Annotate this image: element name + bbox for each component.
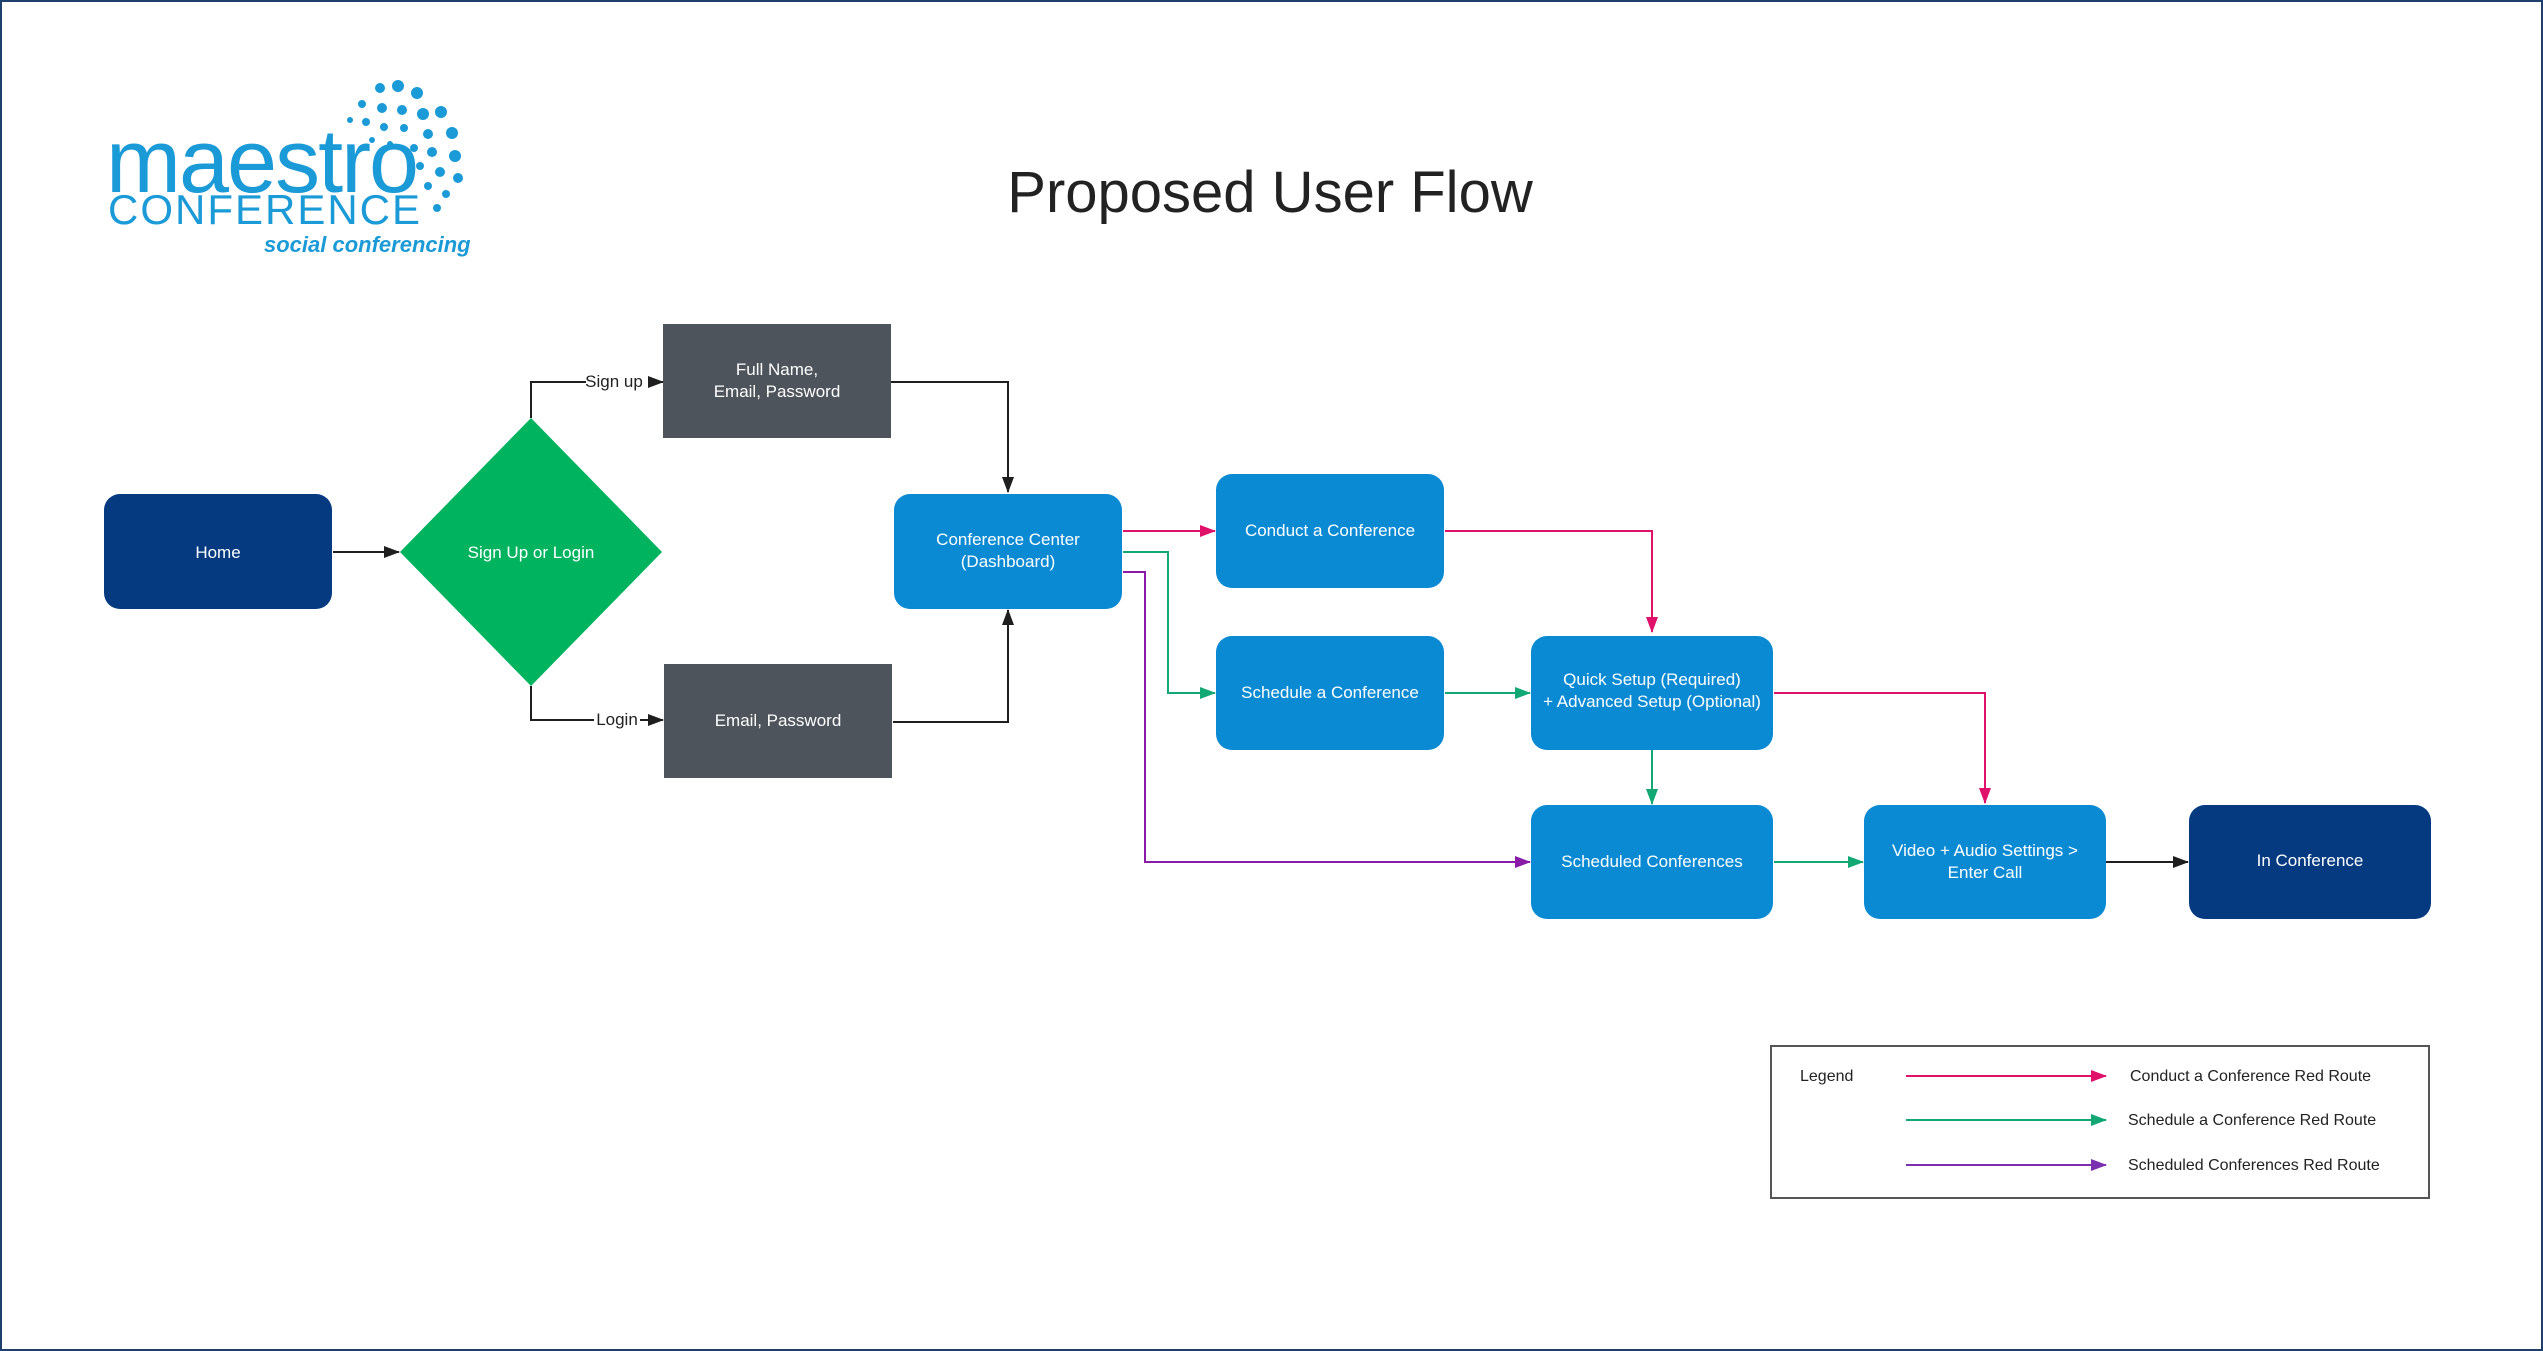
- edge-teal-center-to-schedule: [1123, 551, 1216, 699]
- node-quick-setup-line2: + Advanced Setup (Optional): [1543, 692, 1761, 711]
- connectors: [333, 376, 2189, 868]
- node-login-form[interactable]: Email, Password: [664, 664, 892, 778]
- logo-dots-icon: [347, 80, 463, 212]
- node-quick-setup[interactable]: Quick Setup (Required) + Advanced Setup …: [1531, 636, 1773, 750]
- node-conduct-conference[interactable]: Conduct a Conference: [1216, 474, 1444, 588]
- node-in-conference[interactable]: In Conference: [2189, 805, 2431, 919]
- node-conference-center[interactable]: Conference Center (Dashboard): [894, 494, 1122, 609]
- node-login-form-label: Email, Password: [715, 711, 842, 730]
- legend-title: Legend: [1800, 1068, 1853, 1085]
- node-conference-center-line2: (Dashboard): [961, 552, 1056, 571]
- node-home[interactable]: Home: [104, 494, 332, 609]
- edge-signup-to-center: [891, 381, 1014, 493]
- node-video-audio-line1: Video + Audio Settings >: [1892, 841, 2078, 860]
- node-conduct-conference-label: Conduct a Conference: [1245, 521, 1415, 540]
- node-signup-or-login-label: Sign Up or Login: [468, 543, 595, 562]
- legend-item-conduct: Conduct a Conference Red Route: [2130, 1068, 2371, 1085]
- logo-main-text: maestro: [106, 112, 417, 212]
- edge-label-signup: Sign up: [585, 372, 643, 391]
- edge-decision-to-login: [530, 686, 594, 721]
- node-scheduled-conferences[interactable]: Scheduled Conferences: [1531, 805, 1773, 919]
- logo-tagline: social conferencing: [264, 232, 471, 257]
- maestro-logo: maestro CONFERENCE social conferencing: [106, 80, 471, 257]
- node-in-conference-label: In Conference: [2257, 851, 2364, 870]
- legend-item-scheduled: Scheduled Conferences Red Route: [2128, 1157, 2380, 1174]
- node-home-label: Home: [195, 543, 240, 562]
- node-video-audio-settings[interactable]: Video + Audio Settings > Enter Call: [1864, 805, 2106, 919]
- node-signup-form-line2: Email, Password: [714, 382, 841, 401]
- edge-red-conduct-to-setup: [1445, 530, 1658, 633]
- node-quick-setup-line1: Quick Setup (Required): [1563, 670, 1741, 689]
- node-signup-or-login[interactable]: Sign Up or Login: [400, 418, 662, 686]
- edge-decision-to-signup: [530, 381, 586, 418]
- node-video-audio-line2: Enter Call: [1948, 863, 2023, 882]
- node-signup-form[interactable]: Full Name, Email, Password: [663, 324, 891, 438]
- logo-sub-text: CONFERENCE: [108, 186, 422, 233]
- node-scheduled-conferences-label: Scheduled Conferences: [1561, 852, 1742, 871]
- page-title: Proposed User Flow: [1007, 160, 1534, 225]
- node-schedule-conference[interactable]: Schedule a Conference: [1216, 636, 1444, 750]
- node-schedule-conference-label: Schedule a Conference: [1241, 683, 1419, 702]
- legend: Legend Conduct a Conference Red Route Sc…: [1770, 1045, 2430, 1199]
- node-signup-form-line1: Full Name,: [736, 360, 818, 379]
- edge-login-to-center: [893, 609, 1014, 723]
- edge-label-login: Login: [596, 710, 638, 729]
- legend-item-schedule: Schedule a Conference Red Route: [2128, 1112, 2376, 1129]
- node-conference-center-line1: Conference Center: [936, 530, 1080, 549]
- edge-purple-center-to-scheduled: [1123, 571, 1531, 868]
- edge-red-setup-to-video: [1774, 692, 1991, 804]
